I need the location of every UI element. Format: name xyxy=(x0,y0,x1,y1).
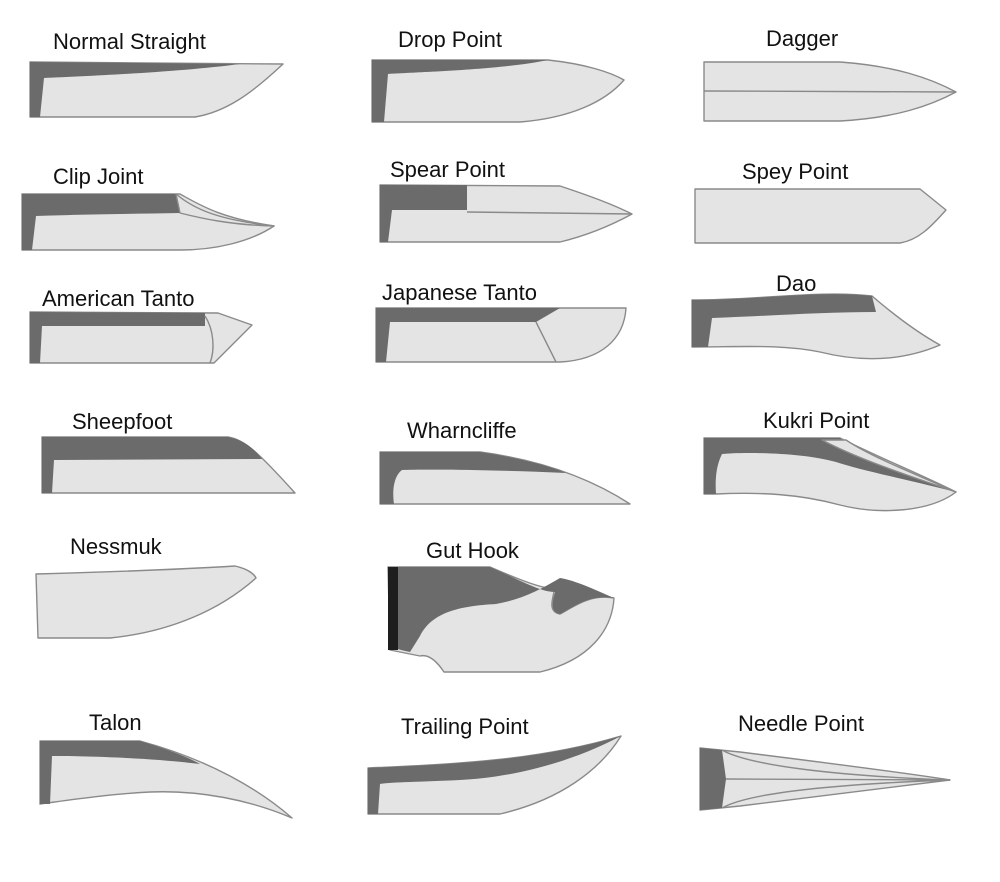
trailing-point-blade xyxy=(367,735,622,815)
label-spear-point: Spear Point xyxy=(390,157,505,182)
label-dagger: Dagger xyxy=(766,26,839,51)
label-sheepfoot: Sheepfoot xyxy=(72,409,173,434)
label-dao: Dao xyxy=(776,271,817,296)
label-needle-point: Needle Point xyxy=(738,711,864,736)
nessmuk-blade xyxy=(35,565,257,639)
dao-blade xyxy=(691,293,941,360)
spey-point-blade xyxy=(694,188,947,244)
japanese-tanto-blade xyxy=(375,307,627,363)
normal-straight-blade xyxy=(29,61,284,118)
label-clip-joint: Clip Joint xyxy=(53,164,144,189)
label-normal-straight: Normal Straight xyxy=(53,29,206,54)
talon-blade xyxy=(39,740,293,819)
clip-joint-blade xyxy=(21,193,275,251)
label-japanese-tanto: Japanese Tanto xyxy=(382,280,537,305)
label-trailing-point: Trailing Point xyxy=(401,714,529,739)
label-drop-point: Drop Point xyxy=(398,27,502,52)
label-american-tanto: American Tanto xyxy=(42,286,195,311)
american-tanto-blade xyxy=(29,311,253,364)
gut-hook-blade xyxy=(387,566,615,673)
label-kukri-point: Kukri Point xyxy=(763,408,870,433)
wharncliffe-blade xyxy=(379,451,631,505)
kukri-point-blade xyxy=(703,437,957,512)
needle-point-blade xyxy=(699,747,951,811)
label-nessmuk: Nessmuk xyxy=(70,534,162,559)
label-spey-point: Spey Point xyxy=(742,159,849,184)
label-gut-hook: Gut Hook xyxy=(426,538,519,563)
dagger-blade xyxy=(703,61,957,122)
label-wharncliffe: Wharncliffe xyxy=(407,418,517,443)
drop-point-blade xyxy=(371,59,625,123)
sheepfoot-blade xyxy=(41,436,296,494)
label-talon: Talon xyxy=(89,710,142,735)
spear-point-blade xyxy=(379,184,633,243)
